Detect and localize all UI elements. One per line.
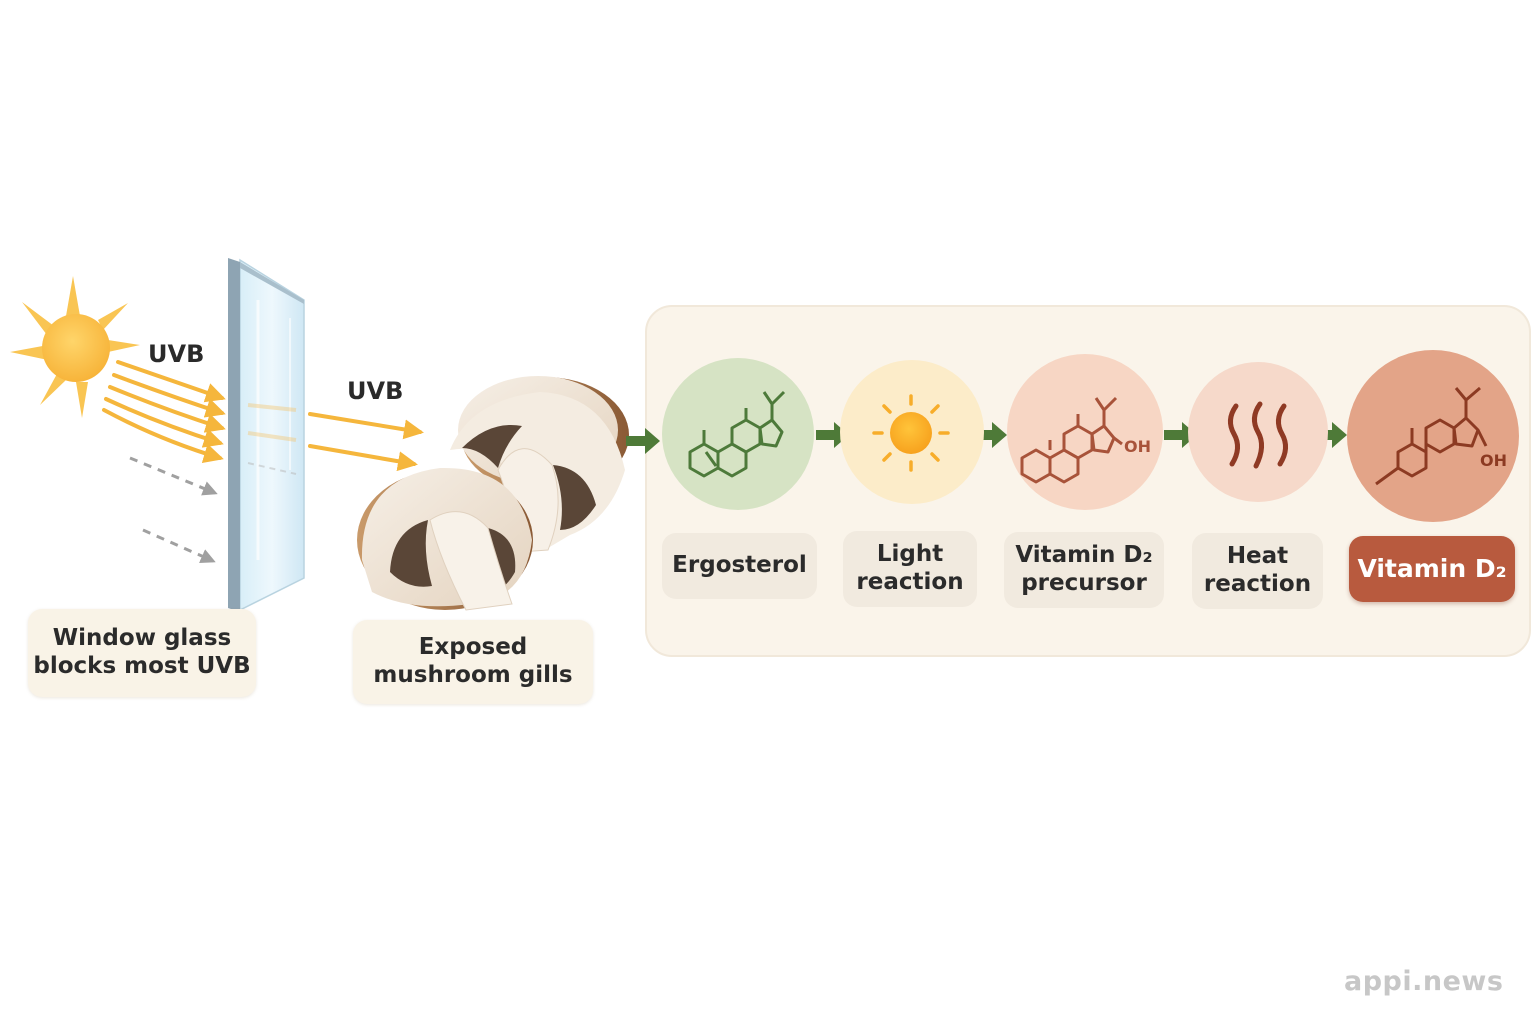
uvb-label-sun: UVB [148, 340, 205, 368]
step-label-light-line-2: reaction [856, 569, 964, 595]
step-label-precursor: Vitamin D₂ precursor [1004, 532, 1164, 608]
uvb-arrows-to-glass [102, 360, 226, 463]
step-label-vitamin-d2: Vitamin D₂ [1349, 536, 1515, 602]
step-label-vitamin-d2-text: Vitamin D₂ [1357, 554, 1507, 583]
glass-caption-line-1: Window glass [52, 625, 232, 652]
ergosterol-circle [662, 358, 814, 510]
heat-waves-icon [1228, 401, 1288, 469]
step-label-light-reaction: Light reaction [843, 531, 977, 607]
step-label-light-line-1: Light [876, 541, 944, 568]
step-label-precursor-line-1: Vitamin D₂ [1015, 542, 1153, 569]
uvb-label-through-glass: UVB [347, 377, 404, 405]
window-glass [228, 258, 305, 612]
step-label-heat-line-2: reaction [1203, 571, 1312, 597]
step-label-heat-line-1: Heat [1226, 543, 1289, 570]
glass-caption: Window glass blocks most UVB [28, 609, 256, 697]
precursor-structure-icon [1020, 396, 1123, 484]
vitamin-d2-oh-label: OH [1480, 451, 1507, 470]
mushroom-caption-line-1: Exposed [418, 634, 528, 661]
mushroom-caption: Exposed mushroom gills [353, 620, 593, 704]
vitamin-d2-structure-icon [1375, 386, 1488, 486]
precursor-oh-label: OH [1124, 437, 1151, 456]
glass-caption-line-2: blocks most UVB [33, 653, 251, 679]
mushroom-caption-line-2: mushroom gills [373, 662, 573, 688]
watermark: appi.news [1344, 966, 1504, 997]
sun-icon [10, 276, 140, 418]
mushroom-illustration [357, 376, 629, 611]
step-label-heat-reaction: Heat reaction [1192, 533, 1323, 609]
vitamin-d2-circle [1347, 350, 1519, 522]
step-label-precursor-line-2: precursor [1021, 570, 1147, 596]
ergosterol-structure-icon [688, 390, 786, 478]
blocked-uvb-arrows [129, 456, 218, 563]
uvb-arrows-to-mushroom [308, 412, 424, 472]
light-sun-icon [872, 394, 950, 472]
step-label-ergosterol: Ergosterol [662, 533, 817, 599]
step-label-ergosterol-text: Ergosterol [672, 552, 807, 579]
precursor-circle [1007, 354, 1163, 510]
